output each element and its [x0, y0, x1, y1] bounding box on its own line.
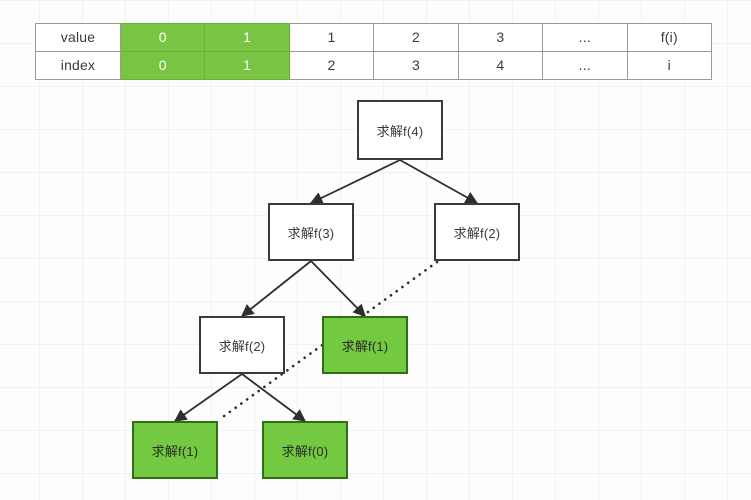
tree-node-n2r[interactable]: 求解f(2) — [434, 203, 520, 261]
tree-node-n0b[interactable]: 求解f(0) — [262, 421, 348, 479]
tree-node-label: 求解f(1) — [151, 443, 199, 459]
index-cell-1: 1 — [204, 51, 290, 80]
value-cell-4: 3 — [457, 23, 544, 52]
table-body: value 0 1 1 2 3 ... f(i) index 0 1 2 3 4… — [35, 23, 713, 80]
value-cell-3: 2 — [373, 23, 459, 52]
tree-node-n4[interactable]: 求解f(4) — [357, 100, 443, 160]
tree-node-label: 求解f(1) — [341, 338, 389, 354]
value-cell-generic: f(i) — [626, 23, 713, 52]
row-label-index: index — [35, 51, 121, 80]
index-cell-2: 2 — [288, 51, 375, 80]
tree-node-label: 求解f(3) — [287, 225, 335, 241]
table-row: index 0 1 2 3 4 ... i — [35, 51, 713, 80]
value-cell-0: 0 — [119, 23, 206, 52]
tree-node-label: 求解f(0) — [281, 443, 329, 459]
index-cell-3: 3 — [373, 51, 459, 80]
index-cell-generic: i — [626, 51, 713, 80]
index-cell-4: 4 — [457, 51, 544, 80]
edge-group — [173, 159, 479, 422]
tree-node-label: 求解f(4) — [376, 123, 424, 139]
value-cell-2: 1 — [288, 23, 375, 52]
tree-edge-n4-to-n2r — [399, 159, 479, 204]
tree-edge-n4-to-n3 — [309, 159, 401, 204]
tree-node-n1g[interactable]: 求解f(1) — [322, 316, 408, 374]
memoization-table: value 0 1 1 2 3 ... f(i) index 0 1 2 3 4… — [35, 23, 713, 80]
tree-node-n3[interactable]: 求解f(3) — [268, 203, 354, 261]
tree-node-n2l[interactable]: 求解f(2) — [199, 316, 285, 374]
tree-node-n1b[interactable]: 求解f(1) — [132, 421, 218, 479]
index-cell-ellipsis: ... — [542, 51, 628, 80]
value-cell-ellipsis: ... — [542, 23, 628, 52]
tree-edge-n2l-to-n1b — [173, 373, 243, 422]
index-cell-0: 0 — [119, 51, 206, 80]
row-label-value: value — [35, 23, 121, 52]
value-cell-1: 1 — [204, 23, 290, 52]
tree-edge-n3-to-n1g — [310, 260, 366, 317]
tree-node-label: 求解f(2) — [218, 338, 266, 354]
tree-edge-n3-to-n2l — [241, 260, 312, 317]
tree-edge-n2l-to-n0b — [241, 373, 307, 422]
table-row: value 0 1 1 2 3 ... f(i) — [35, 23, 713, 52]
tree-node-label: 求解f(2) — [453, 225, 501, 241]
